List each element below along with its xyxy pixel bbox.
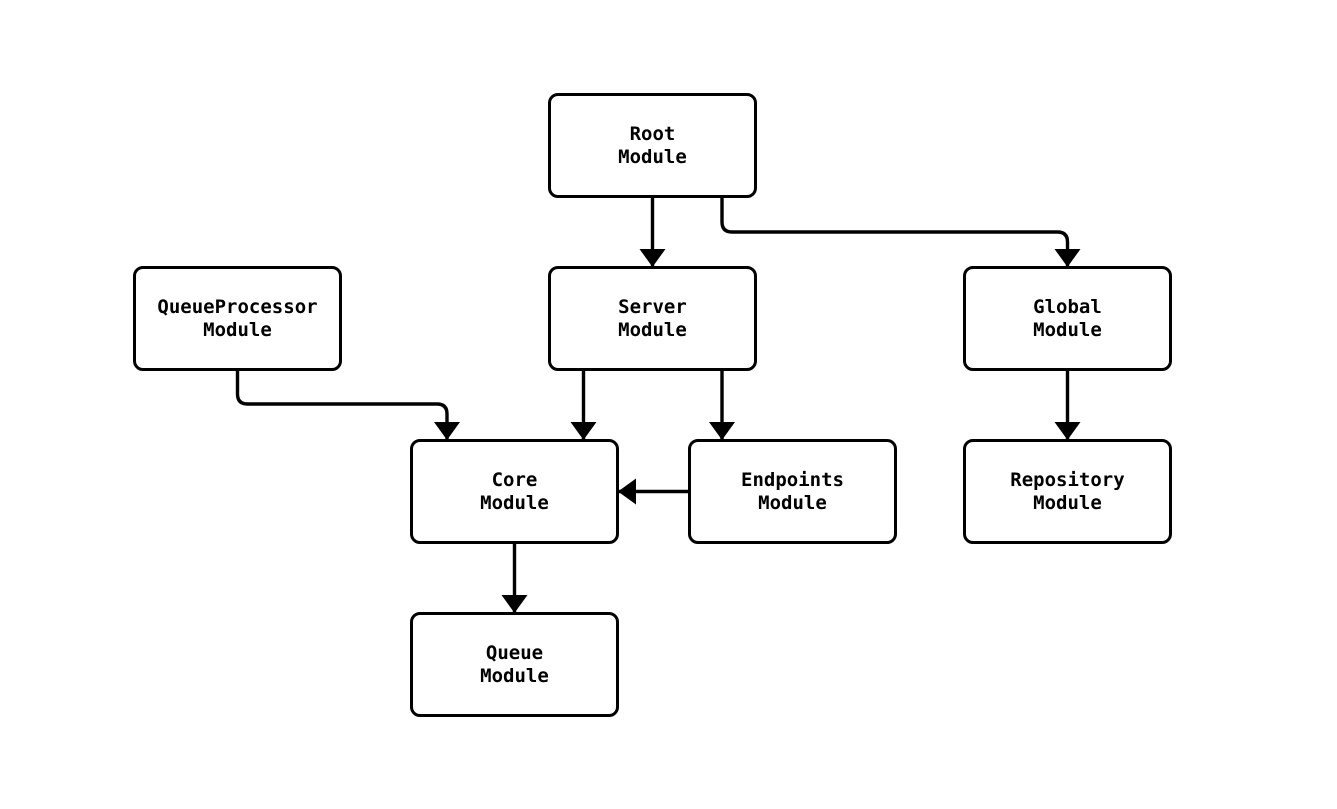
- node-root-module: Root Module: [548, 93, 757, 198]
- edge-queueprocessor-to-core: [235, 371, 460, 440]
- node-repository-module: Repository Module: [963, 439, 1172, 544]
- node-core-module: Core Module: [410, 439, 619, 544]
- node-queueprocessor-module: QueueProcessor Module: [133, 266, 342, 371]
- edge-root-to-global: [720, 198, 1081, 267]
- node-endpoints-module: Endpoints Module: [688, 439, 897, 544]
- node-server-module: Server Module: [548, 266, 757, 371]
- node-queue-module: Queue Module: [410, 612, 619, 717]
- node-global-module: Global Module: [963, 266, 1172, 371]
